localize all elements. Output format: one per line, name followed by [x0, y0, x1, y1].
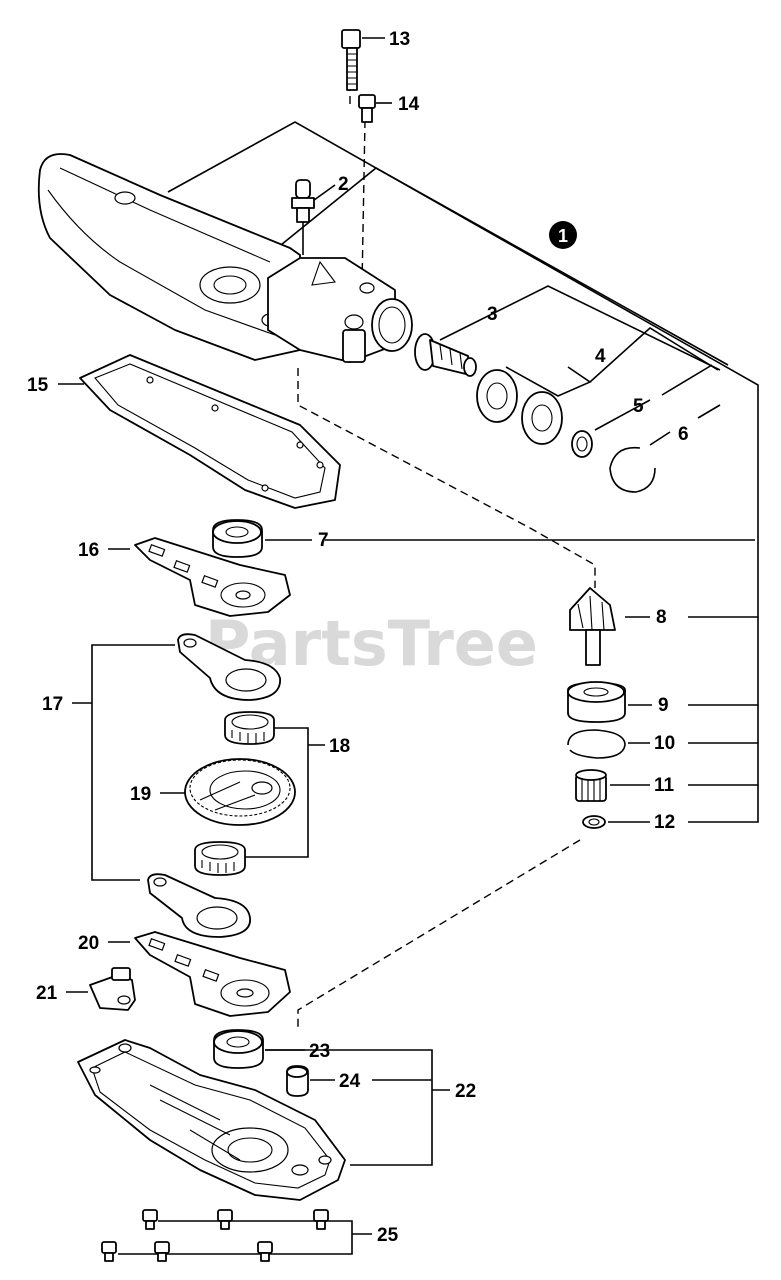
callout-23: 23 — [309, 1041, 330, 1062]
part-22-bottom-cover — [77, 1039, 346, 1201]
callout-3: 3 — [487, 304, 498, 325]
part-2-grease-fitting — [291, 179, 315, 255]
callout-10: 10 — [654, 733, 675, 754]
callout-21: 21 — [36, 983, 58, 1004]
part-23-bearing — [213, 1029, 264, 1069]
part-18-upper-bearing — [224, 711, 275, 745]
screw-c — [313, 1209, 329, 1230]
callout-7: 7 — [318, 530, 329, 551]
callout-24: 24 — [339, 1071, 361, 1092]
screw-e — [154, 1241, 170, 1262]
part-9-bearing — [567, 681, 626, 723]
callout-22: 22 — [455, 1081, 476, 1102]
part-4-bearings — [476, 369, 563, 445]
callout-6: 6 — [678, 424, 689, 445]
part-19-gear — [184, 758, 296, 826]
leader-lines — [58, 37, 759, 1255]
part-5-washer — [571, 430, 593, 458]
part-11-pinion — [575, 769, 607, 802]
callout-2: 2 — [338, 174, 349, 195]
callout-numbers: 2 3 4 5 6 7 8 9 10 11 12 13 14 15 16 17 … — [27, 29, 689, 1246]
callout-25: 25 — [377, 1225, 399, 1246]
callout-9: 9 — [658, 695, 669, 716]
part-13-screw — [341, 29, 361, 91]
callout-15: 15 — [27, 375, 49, 396]
part-18-lower-bearing — [194, 841, 246, 876]
part-6-circlip — [609, 446, 656, 493]
callout-12: 12 — [654, 812, 675, 833]
screw-d — [101, 1241, 117, 1262]
part-21-clip — [89, 967, 136, 1011]
callout-19: 19 — [130, 784, 151, 805]
callout-11: 11 — [654, 775, 675, 796]
part-8-bevel-pinion — [569, 587, 616, 666]
callout-14: 14 — [398, 94, 420, 115]
part-16-plate — [134, 537, 291, 617]
callout-18: 18 — [329, 736, 350, 757]
part-15-gasket — [79, 354, 341, 509]
part-10-circlip — [567, 729, 626, 759]
callout-1-badge: 1 — [549, 221, 577, 249]
part-7-bearing — [212, 519, 263, 558]
part-17-upper-plate — [177, 633, 281, 701]
screw-f — [257, 1241, 273, 1262]
part-20-plate — [134, 931, 291, 1017]
screw-b — [217, 1209, 233, 1230]
part-25-screws — [101, 1209, 329, 1262]
callout-8: 8 — [656, 607, 667, 628]
callout-13: 13 — [389, 29, 410, 50]
callout-4: 4 — [595, 346, 606, 367]
part-1-gear-case — [37, 153, 413, 363]
part-24-bushing — [286, 1065, 309, 1097]
part-12-ring — [582, 815, 606, 829]
screw-a — [142, 1209, 158, 1230]
part-14-screw — [358, 94, 376, 123]
callout-5: 5 — [633, 396, 644, 417]
callout-20: 20 — [78, 933, 99, 954]
dashed-guides — [297, 70, 596, 1030]
callout-17: 17 — [42, 694, 63, 715]
part-3-bevel-shaft — [414, 333, 477, 377]
part-17-lower-plate — [147, 873, 251, 938]
callout-1: 1 — [558, 226, 568, 246]
callout-16: 16 — [78, 540, 99, 561]
